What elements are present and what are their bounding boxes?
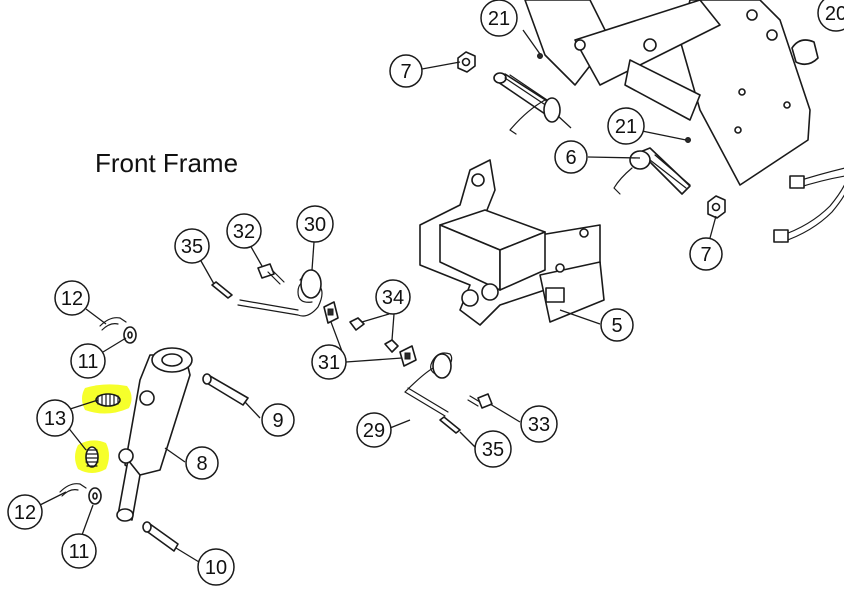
callout-30: 30 — [296, 205, 334, 243]
svg-text:20: 20 — [825, 3, 844, 25]
svg-text:11: 11 — [69, 541, 90, 563]
svg-text:7: 7 — [700, 244, 711, 266]
plug-cap-20 — [791, 39, 819, 66]
cotter-pin-12-upper — [99, 317, 127, 331]
svg-text:7: 7 — [400, 61, 411, 83]
bolt-33 — [467, 393, 493, 409]
nut-34-lower — [384, 339, 399, 353]
svg-text:30: 30 — [304, 214, 326, 236]
callout-6: 6 — [554, 140, 588, 174]
pivot-tube-8 — [116, 347, 193, 522]
leader-lines — [37, 29, 717, 563]
svg-text:35: 35 — [181, 236, 203, 258]
pin-6-lower — [613, 147, 691, 195]
hydraulic-hose-lower — [779, 184, 844, 237]
callout-11-lower: 11 — [61, 533, 97, 569]
grease-fitting-21-lower — [685, 137, 691, 143]
callout-20: 20 — [817, 0, 844, 32]
callout-12-lower: 12 — [7, 494, 43, 530]
callout-10: 10 — [197, 548, 235, 586]
svg-text:34: 34 — [382, 287, 404, 309]
clevis-pin-10 — [142, 521, 179, 552]
bolt-32 — [257, 263, 285, 285]
clevis-pin-9 — [202, 373, 249, 406]
callout-7-upper: 7 — [389, 54, 423, 88]
callout-13: 13 — [36, 399, 74, 437]
svg-text:13: 13 — [44, 408, 66, 430]
svg-text:32: 32 — [233, 221, 255, 243]
upper-bracket-assembly — [524, 0, 844, 243]
pin-6-upper — [493, 72, 561, 135]
callout-32: 32 — [226, 213, 262, 249]
grease-zerk-13-lower — [85, 446, 99, 468]
cotter-pin-12-lower — [59, 483, 87, 497]
callout-34: 34 — [375, 279, 411, 315]
svg-text:12: 12 — [61, 288, 83, 310]
grease-fitting-21-upper — [537, 53, 543, 59]
svg-text:8: 8 — [196, 453, 207, 475]
callout-35-lower: 35 — [474, 430, 512, 468]
spring-30 — [237, 269, 323, 317]
roll-pin-35-upper — [211, 281, 233, 299]
callout-31: 31 — [311, 344, 347, 380]
nut-34-upper — [349, 317, 365, 331]
svg-text:11: 11 — [78, 351, 99, 373]
svg-text:6: 6 — [565, 147, 576, 169]
svg-text:5: 5 — [611, 315, 622, 337]
callout-7-lower: 7 — [689, 237, 723, 271]
diagram-title: Front Frame — [95, 148, 238, 178]
callout-8: 8 — [185, 446, 219, 480]
callout-9: 9 — [261, 403, 295, 437]
highlighted-grease-zerks-13 — [75, 384, 132, 473]
svg-text:10: 10 — [205, 557, 227, 579]
callout-21-upper: 21 — [480, 0, 518, 37]
svg-text:21: 21 — [615, 116, 637, 138]
callout-5: 5 — [600, 308, 634, 342]
callout-12-upper: 12 — [54, 280, 90, 316]
callout-29: 29 — [356, 412, 392, 448]
callout-33: 33 — [520, 405, 558, 443]
callout-21-lower: 21 — [607, 107, 645, 145]
roll-pin-35-lower — [439, 416, 461, 434]
callout-11-upper: 11 — [70, 343, 106, 379]
svg-text:31: 31 — [318, 352, 340, 374]
svg-text:12: 12 — [14, 502, 36, 524]
svg-text:29: 29 — [363, 420, 385, 442]
spring-29 — [404, 352, 453, 417]
front-frame-5 — [419, 159, 605, 326]
svg-text:21: 21 — [488, 8, 510, 30]
callout-35-upper: 35 — [174, 228, 210, 264]
lower-cross-tube — [624, 59, 701, 121]
svg-text:33: 33 — [528, 414, 550, 436]
svg-text:9: 9 — [272, 410, 283, 432]
svg-text:35: 35 — [482, 439, 504, 461]
grease-zerk-13-upper — [95, 393, 121, 407]
callout-bubbles: 20 21 7 21 6 7 32 30 — [7, 0, 844, 586]
